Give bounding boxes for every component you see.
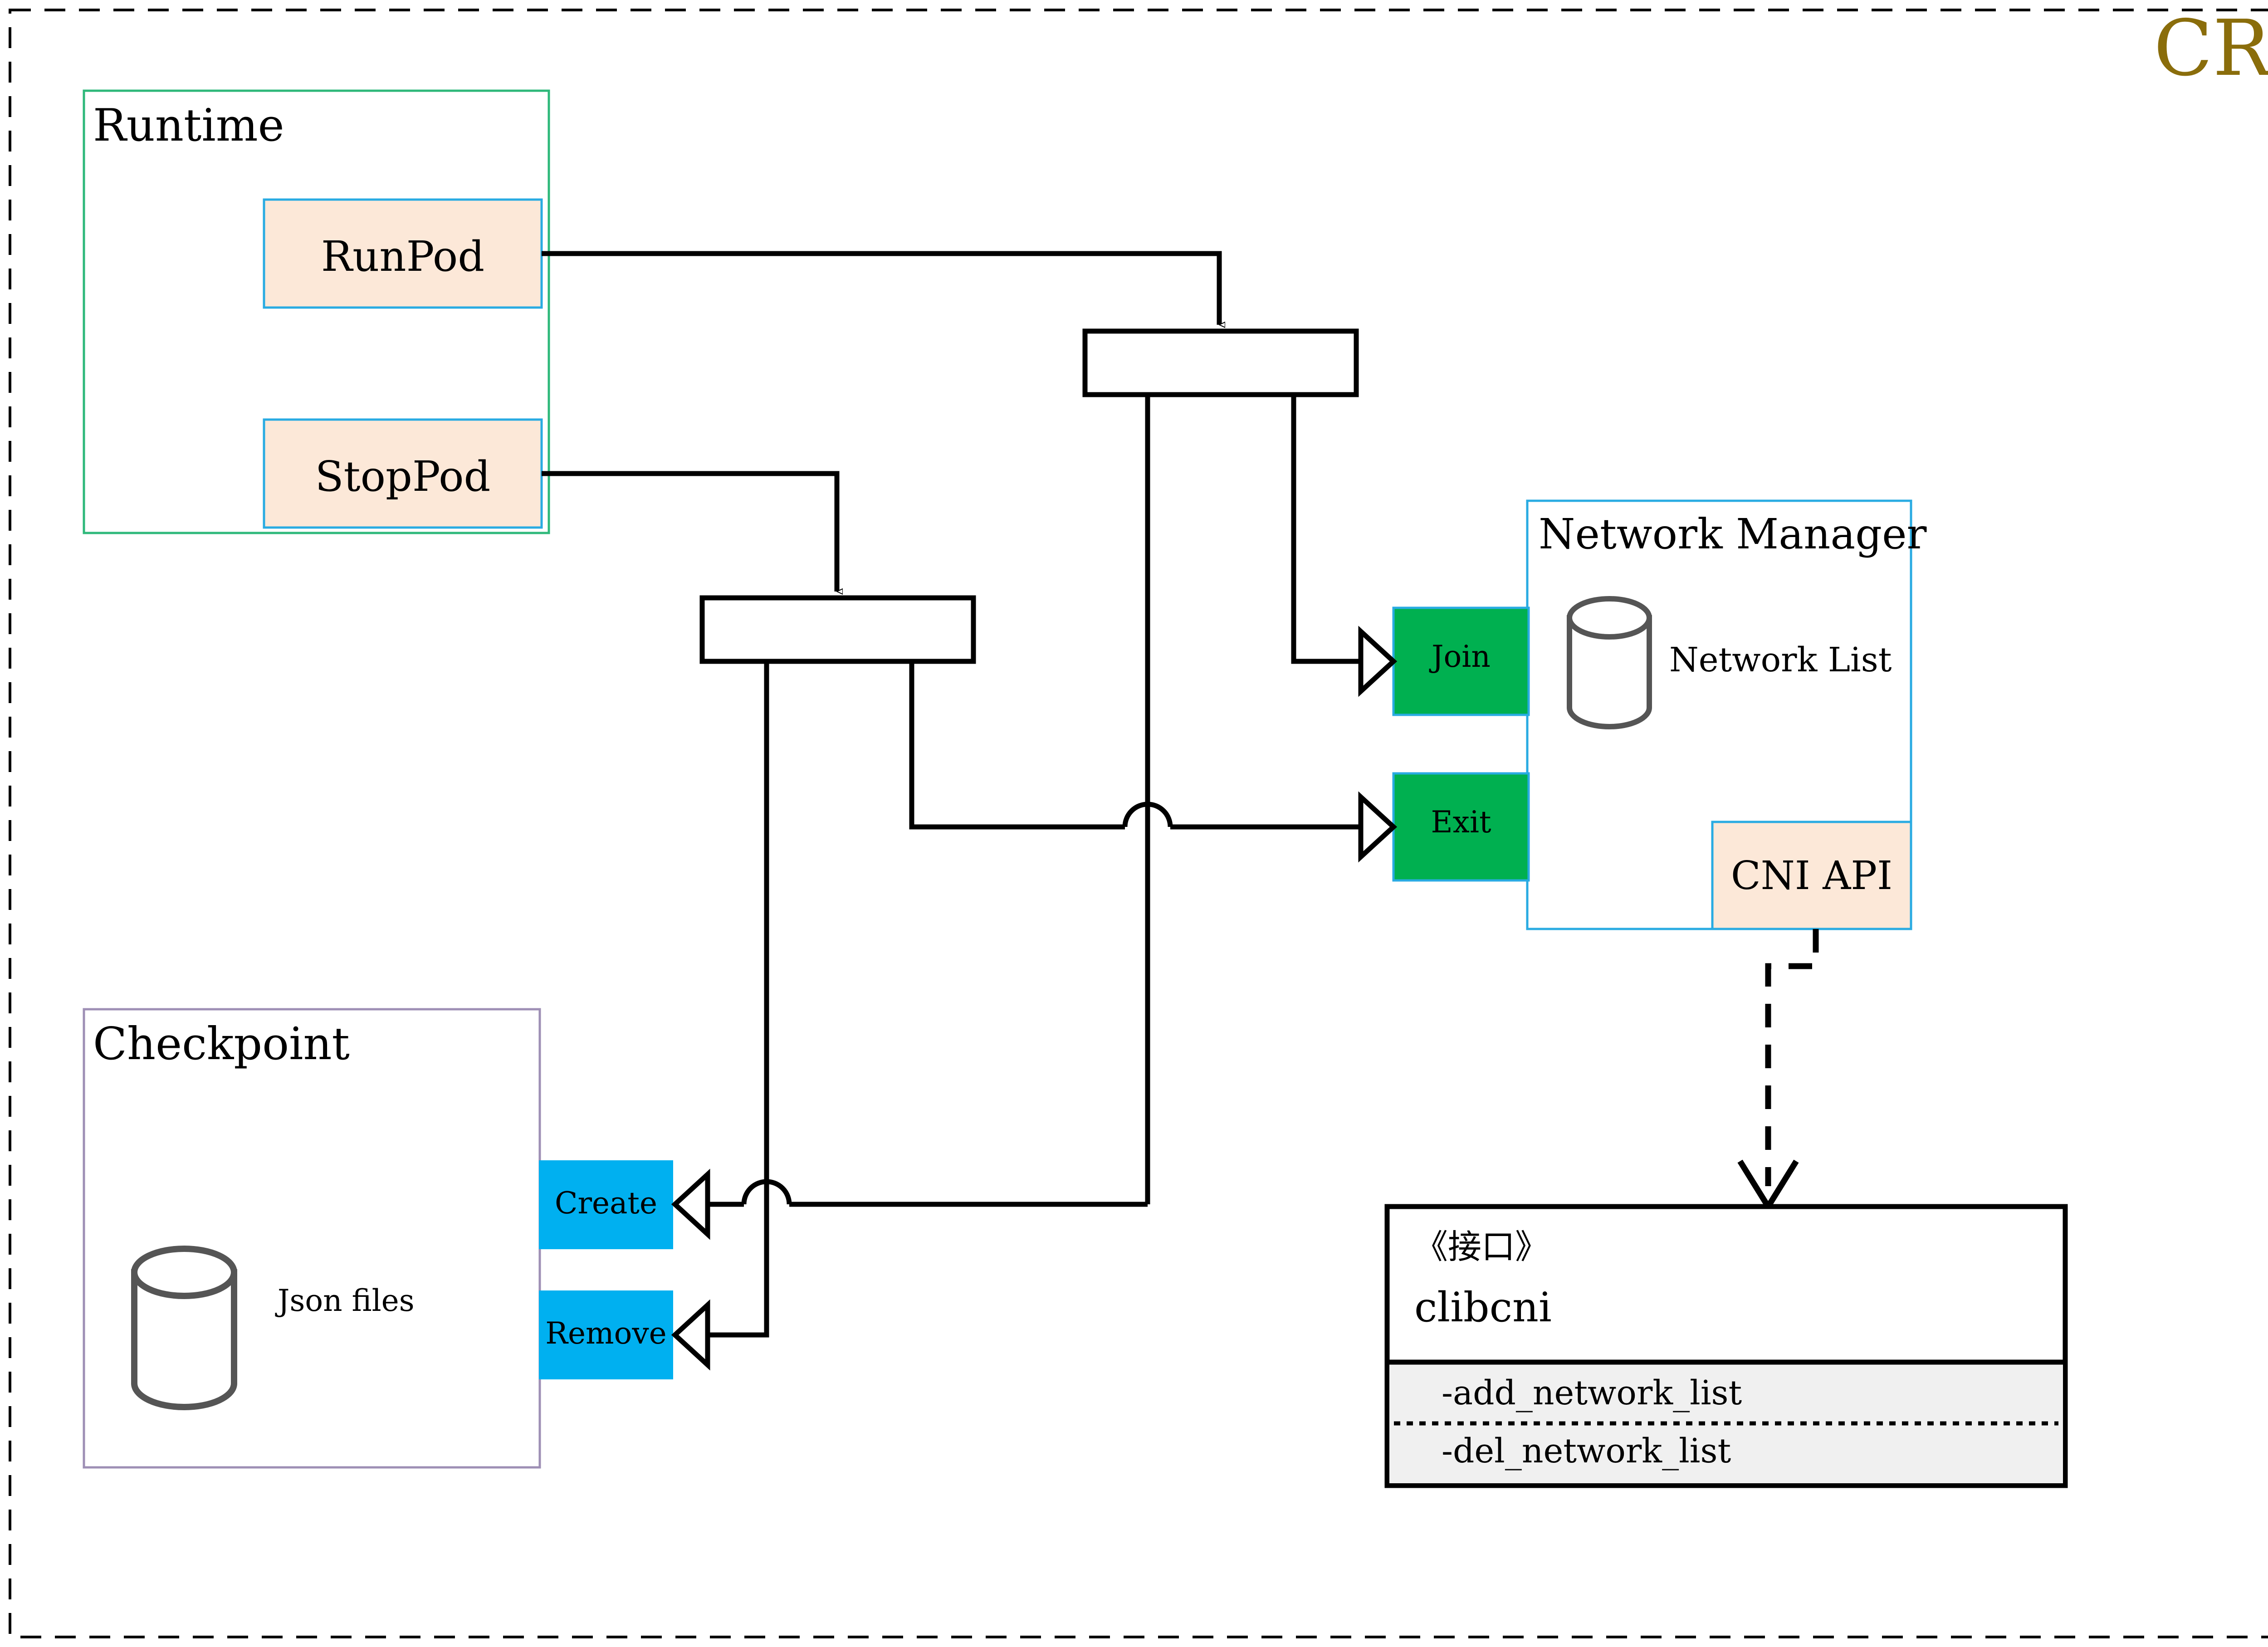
cni-api-box	[1711, 821, 1912, 930]
remove-box	[539, 1290, 673, 1379]
remove-label[interactable]: Remove	[545, 1316, 667, 1351]
checkpoint-group-label: Checkpoint	[93, 1018, 350, 1070]
arrowhead-join	[1358, 626, 1398, 697]
clibcni-method-1: -del_network_list	[1442, 1432, 1731, 1471]
clibcni-stereotype: 《接口》	[1414, 1227, 1549, 1266]
exit-label[interactable]: Exit	[1431, 805, 1491, 840]
edge-fork1-right-leg	[1291, 395, 1361, 664]
join-box	[1392, 606, 1530, 716]
exit-box	[1392, 772, 1530, 882]
network-list-label: Network List	[1669, 640, 1892, 679]
arrowhead-exit	[1358, 791, 1398, 863]
runpod-label[interactable]: RunPod	[321, 232, 485, 281]
clibcni-name: clibcni	[1414, 1284, 1552, 1331]
cni-api-label[interactable]: CNI API	[1730, 853, 1893, 899]
connector-lines	[542, 251, 1361, 1338]
network-manager-group-label: Network Manager	[1539, 510, 1927, 558]
runpod-box	[263, 198, 543, 309]
page-title: CRI	[2154, 4, 2268, 93]
edge-fork2-right-leg	[909, 661, 1361, 830]
arrowhead-remove	[671, 1299, 710, 1371]
network-list-cylinder-icon	[1567, 596, 1652, 729]
create-label[interactable]: Create	[554, 1186, 658, 1221]
edge-stoppod-to-fork2	[542, 471, 837, 591]
create-box	[539, 1160, 673, 1249]
fork-bar-runpod	[1082, 328, 1359, 397]
clibcni-method-0: -add_network_list	[1442, 1373, 1742, 1412]
edge-fork2-left-leg	[708, 661, 769, 1338]
edge-runpod-to-fork1	[542, 251, 1219, 325]
outer-frame	[9, 9, 2268, 1638]
stoppod-box	[263, 418, 543, 529]
line-hop-create	[741, 1179, 792, 1205]
fork-bar-stoppod	[699, 595, 976, 664]
arrowhead-create	[671, 1168, 710, 1240]
runtime-group-label: Runtime	[93, 100, 284, 152]
line-hop-exit	[1122, 802, 1173, 827]
json-files-label: Json files	[278, 1283, 415, 1318]
runtime-group-box	[83, 89, 550, 534]
join-label[interactable]: Join	[1432, 639, 1491, 674]
stoppod-label[interactable]: StopPod	[315, 452, 491, 501]
json-files-cylinder-icon	[131, 1246, 237, 1410]
edge-cniapi-to-clibcni-dashed	[1765, 929, 1819, 1186]
